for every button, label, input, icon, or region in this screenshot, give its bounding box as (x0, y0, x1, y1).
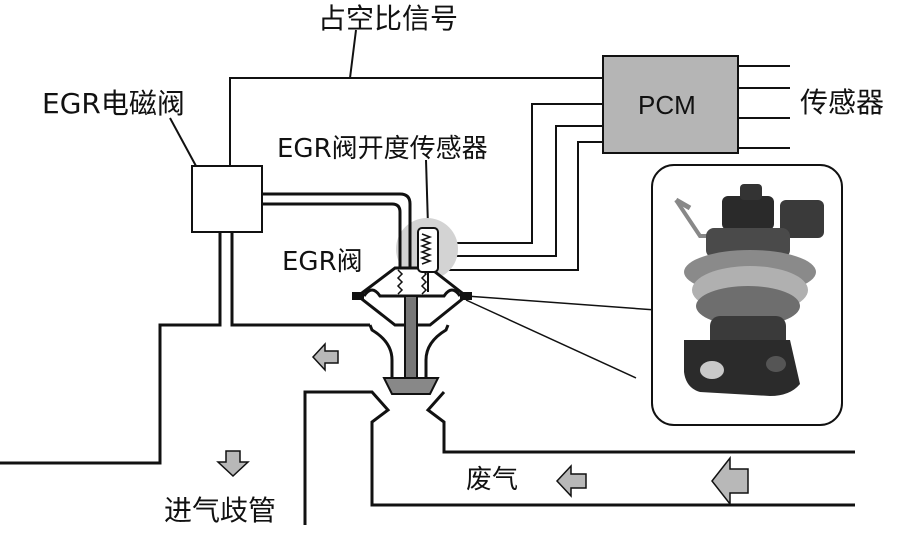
egr-solenoid-label: EGR电磁阀 (42, 87, 185, 120)
position-sensor-wire-3 (438, 141, 603, 271)
chamber-springs (396, 269, 428, 295)
exhaust-duct-right (425, 391, 855, 454)
callout-line-upper (465, 295, 657, 311)
duty-signal-leader (349, 29, 357, 79)
wiring (169, 29, 790, 271)
intake-duct-left (303, 390, 855, 525)
valve-body-left-wall (368, 324, 394, 388)
valve-stem (404, 295, 418, 379)
pcm-label: PCM (638, 90, 696, 120)
position-sensor-wire-2 (438, 125, 603, 257)
egr-valve-photo (674, 184, 824, 396)
callout-line-lower (465, 299, 637, 379)
position-sensor (417, 227, 439, 292)
intake-hose-inner (230, 232, 370, 327)
vacuum-hose-outer (262, 192, 412, 268)
position-sensor-wire-1 (438, 103, 603, 244)
arrow-down-icon (216, 450, 250, 478)
valve-head (382, 377, 440, 395)
arrow-left-icon (555, 464, 587, 498)
intake-manifold-label: 进气歧管 (164, 494, 276, 527)
pcm-box (602, 55, 739, 154)
sensor-leader (425, 159, 429, 227)
sensors-label: 传感器 (800, 86, 884, 119)
pipework (0, 192, 855, 525)
spring-icon (419, 233, 433, 265)
exhaust-label: 废气 (466, 465, 518, 495)
arrow-left-icon (711, 455, 749, 507)
arrow-left-icon (311, 342, 339, 372)
valve-body-right-wall (424, 324, 450, 388)
egr-valve-label: EGR阀 (282, 247, 363, 277)
duty-signal-label: 占空比信号 (318, 2, 458, 35)
egr-solenoid-box (191, 165, 263, 233)
duty-signal-wire (229, 77, 603, 166)
egr-position-sensor-label: EGR阀开度传感器 (277, 134, 488, 164)
intake-hose-outer (0, 232, 222, 465)
vacuum-hose-inner (262, 202, 402, 268)
solenoid-leader (169, 117, 197, 167)
